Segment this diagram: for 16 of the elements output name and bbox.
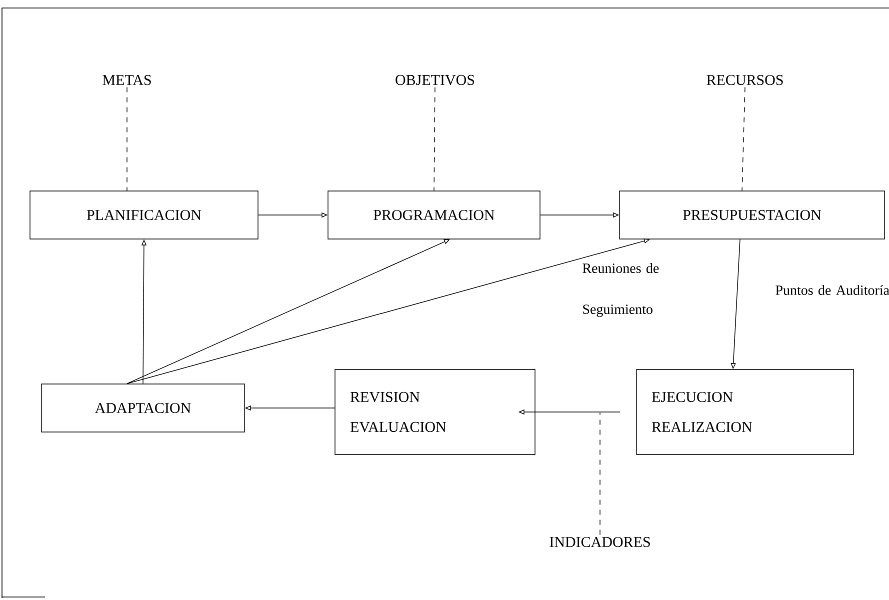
process-box: PRESUPUESTACION — [619, 190, 885, 240]
resource-text: RECURSOS — [706, 74, 783, 86]
objective-text: OBJETIVOS — [396, 74, 474, 86]
note-text: Puntos de Auditoría — [776, 285, 889, 295]
arrow — [126, 239, 450, 384]
dashed-line — [434, 86, 436, 191]
dashed-line — [742, 86, 746, 191]
goal-text: METAS — [102, 74, 151, 86]
process-box: PLANIFICACION — [30, 190, 258, 240]
process-box: ADAPTACION — [41, 384, 245, 432]
process-box: REVISION EVALUACION — [334, 369, 536, 455]
indicator-text: INDICADORES — [550, 536, 650, 548]
process-box: EJECUCION REALIZACION — [636, 369, 854, 455]
note-text: Reuniones de Seguimiento — [582, 263, 659, 317]
process-box: PROGRAMACION — [328, 190, 540, 240]
dashed-line — [126, 86, 128, 191]
